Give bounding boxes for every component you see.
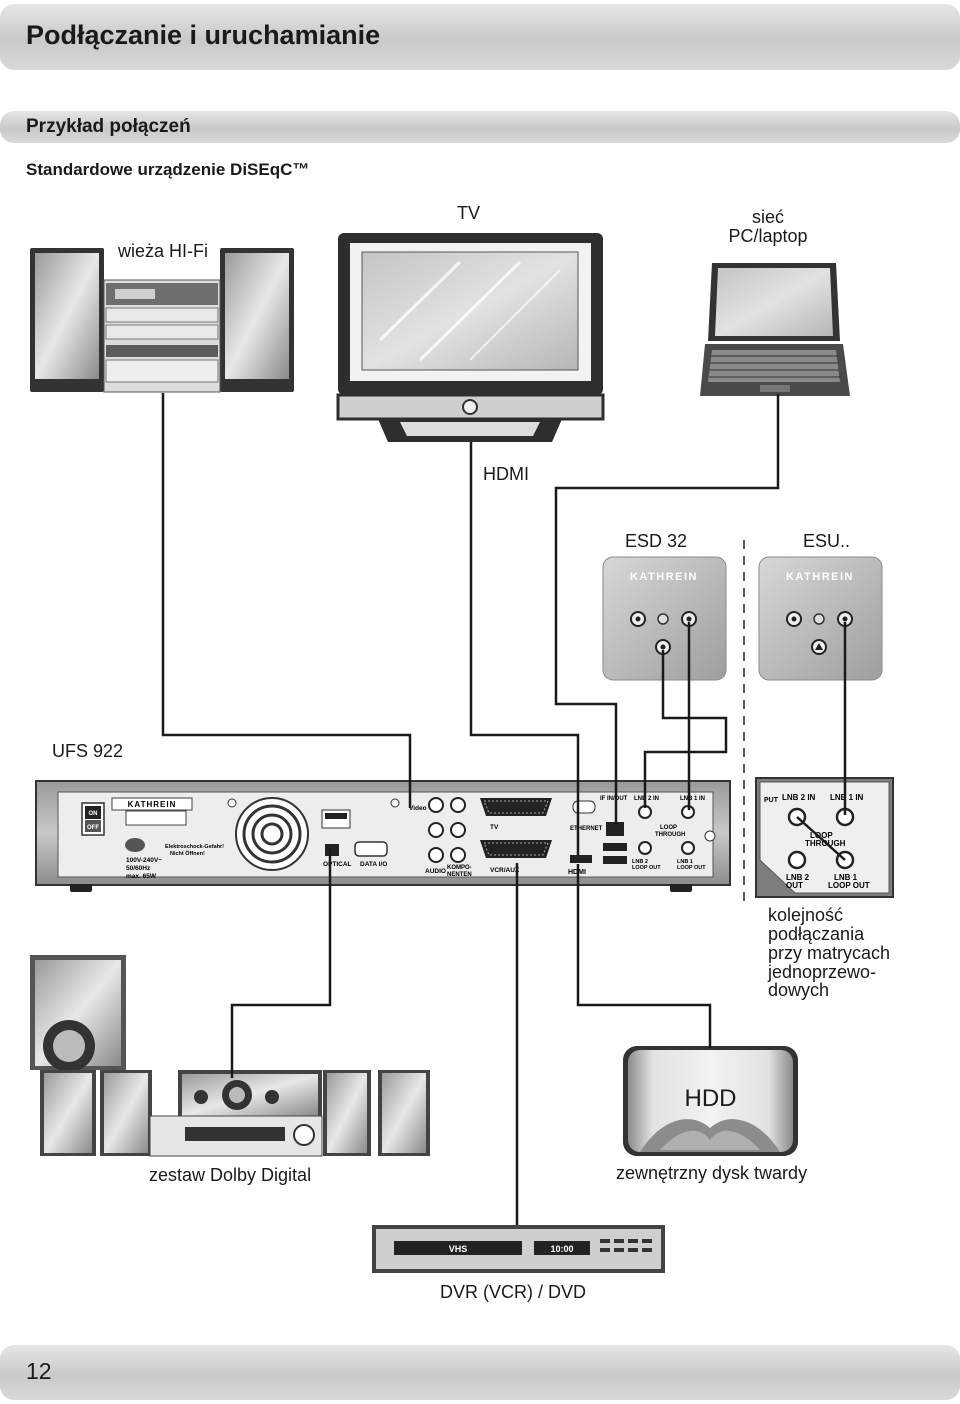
laptop-icon xyxy=(700,263,850,396)
esu-label: ESU.. xyxy=(803,531,851,551)
external-disk-label: zewnętrzny dysk twardy xyxy=(616,1163,808,1183)
svg-text:KATHREIN: KATHREIN xyxy=(128,800,177,809)
tv-label: TV xyxy=(457,203,481,223)
footer-banner xyxy=(0,1345,960,1400)
svg-text:AUDIO: AUDIO xyxy=(425,868,446,875)
esd32-switch-icon: KATHREIN xyxy=(602,556,727,681)
svg-text:KATHREIN: KATHREIN xyxy=(786,571,854,583)
svg-text:LNB 1: LNB 1 xyxy=(677,859,693,865)
svg-text:TV: TV xyxy=(490,824,499,831)
svg-text:IF IN/OUT: IF IN/OUT xyxy=(600,796,628,802)
hdd-label: HDD xyxy=(684,1085,737,1112)
hifi-label: wieża HI-Fi xyxy=(118,241,209,261)
svg-text:LNB 2: LNB 2 xyxy=(632,859,648,865)
ufs922-receiver-icon: ON OFF KATHREIN 100V-240V~ 50/60Hz max. … xyxy=(35,780,731,892)
svg-text:THROUGH: THROUGH xyxy=(655,832,685,838)
svg-text:Nicht Öffnen!: Nicht Öffnen! xyxy=(170,850,205,857)
svg-text:ON: ON xyxy=(89,811,98,817)
matrix-note-line2: podłączania xyxy=(768,924,865,944)
svg-text:ETHERNET: ETHERNET xyxy=(570,826,603,832)
hdmi-label: HDMI xyxy=(483,464,529,484)
svg-text:50/60Hz: 50/60Hz xyxy=(126,865,151,872)
matrix-note-line3: przy matrycach xyxy=(768,943,891,963)
connection-cables xyxy=(161,393,847,1225)
lnb-matrix-inset: LNB 2 IN LNB 1 IN LOOP THROUGH LNB 2 OUT… xyxy=(755,777,894,898)
svg-text:KOMPO-: KOMPO- xyxy=(447,865,472,871)
svg-text:LNB 2: LNB 2 xyxy=(786,873,810,882)
subheader-banner xyxy=(0,111,960,143)
svg-text:NENTEN: NENTEN xyxy=(447,872,472,878)
matrix-note-line4: jednoprzewo- xyxy=(768,962,877,982)
svg-text:LOOP OUT: LOOP OUT xyxy=(677,865,706,871)
svg-text:LOOP: LOOP xyxy=(660,825,677,831)
svg-text:OFF: OFF xyxy=(87,825,99,831)
network-label-line2: PC/laptop xyxy=(728,226,808,246)
svg-text:100V-240V~: 100V-240V~ xyxy=(126,857,162,864)
section-title: Przykład połączeń xyxy=(26,116,191,137)
svg-text:LNB 2 IN: LNB 2 IN xyxy=(634,796,659,802)
tv-icon xyxy=(336,233,605,442)
matrix-note-line5: dowych xyxy=(768,980,830,1000)
svg-text:OPTICAL: OPTICAL xyxy=(323,861,352,868)
svg-text:Elektroschock-Gefahr!: Elektroschock-Gefahr! xyxy=(165,844,224,850)
svg-text:OUT: OUT xyxy=(786,881,803,890)
dvr-label: DVR (VCR) / DVD xyxy=(440,1282,587,1302)
svg-text:LOOP OUT: LOOP OUT xyxy=(632,865,661,871)
svg-text:DATA I/O: DATA I/O xyxy=(360,861,387,868)
header-banner xyxy=(0,4,960,70)
svg-text:KATHREIN: KATHREIN xyxy=(630,571,698,583)
subsection-title: Standardowe urządzenie DiSEqC™ xyxy=(26,160,310,179)
receiver-label: UFS 922 xyxy=(52,741,124,761)
hdd-icon xyxy=(623,1046,798,1156)
dolby-label: zestaw Dolby Digital xyxy=(149,1165,312,1185)
page-number: 12 xyxy=(26,1358,52,1384)
svg-text:LOOP: LOOP xyxy=(810,831,833,840)
svg-text:max. 65W: max. 65W xyxy=(126,873,157,880)
matrix-note-line1: kolejność xyxy=(768,905,844,925)
svg-text:LNB 2 IN: LNB 2 IN xyxy=(782,793,816,802)
svg-text:Video: Video xyxy=(409,805,427,812)
network-label-line1: sieć xyxy=(751,207,784,227)
svg-text:LNB 1 IN: LNB 1 IN xyxy=(830,793,864,802)
esd32-label: ESD 32 xyxy=(625,531,688,551)
hifi-tower-icon xyxy=(30,248,294,393)
svg-text:PUT: PUT xyxy=(764,797,779,804)
dvr-vcr-dvd-icon: VHS 10:00 xyxy=(372,1225,665,1273)
esu-switch-icon: KATHREIN xyxy=(758,556,883,681)
svg-text:LOOP OUT: LOOP OUT xyxy=(828,881,870,890)
vcr-display-time: 10:00 xyxy=(550,1244,573,1254)
svg-text:VCR/AUX: VCR/AUX xyxy=(490,867,520,874)
dolby-speaker-set-icon xyxy=(30,955,430,1157)
svg-text:LNB 1 IN: LNB 1 IN xyxy=(680,796,705,802)
svg-text:LNB 1: LNB 1 xyxy=(834,873,858,882)
vcr-display-vhs: VHS xyxy=(449,1244,468,1254)
page-title: Podłączanie i uruchamianie xyxy=(26,20,381,50)
